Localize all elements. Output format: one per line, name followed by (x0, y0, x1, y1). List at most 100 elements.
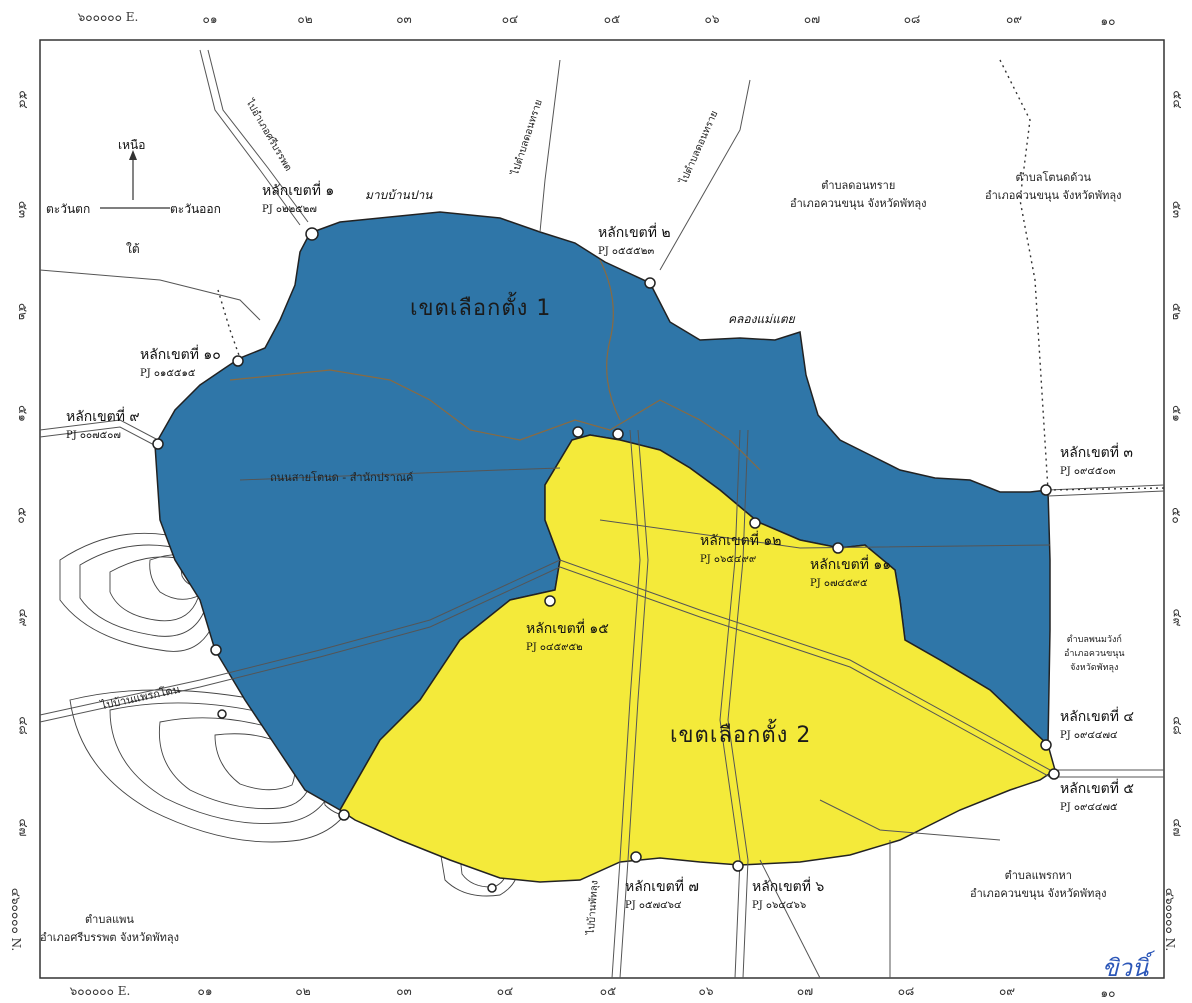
pillar-4: หลักเขตที่ ๔ PJ ๐๙๔๔๗๔ (1060, 706, 1134, 743)
place-bottom-left: ตำบลแพน อำเภอศรีบรรพต จังหวัดพัทลุง (40, 910, 179, 946)
pillar-4-name: หลักเขตที่ ๔ (1060, 709, 1135, 725)
map-frame (39, 39, 1165, 979)
place-right-mid-name: ตำบลพนมวังก์ (1066, 635, 1122, 645)
pillar-10: หลักเขตที่ ๑๐ PJ ๐๑๕๕๑๕ (140, 344, 221, 381)
pillar-5-code: PJ ๐๙๔๔๗๕ (1060, 802, 1118, 813)
grid-left-4: ๕๐ (15, 507, 30, 524)
grid-bottom-6: ๐๖ (698, 984, 714, 998)
pillar-12-code: PJ ๐๖๕๔๙๙ (700, 554, 757, 565)
grid-left-3: ๕๑ (15, 405, 30, 422)
grid-top-5: ๐๕ (603, 12, 621, 26)
pillar-6-name: หลักเขตที่ ๖ (752, 879, 825, 895)
grid-bottom-1: ๐๑ (197, 984, 213, 998)
grid-bottom-0: ๖๐๐๐๐๐ E. (69, 984, 131, 998)
place-bottom-right: ตำบลแพรกหา อำเภอควนขนุน จังหวัดพัทลุง (970, 866, 1107, 902)
pillar-3-code: PJ ๐๙๔๕๐๓ (1060, 466, 1116, 477)
grid-right-2: ๕๒ (1170, 303, 1184, 320)
pillar-15-code: PJ ๐๔๕๙๕๒ (526, 642, 583, 653)
place-top-right: ตำบลโตนดด้วน อำเภอควนขนุน จังหวัดพัทลุง (985, 168, 1122, 204)
pillar-12: หลักเขตที่ ๑๒ PJ ๐๖๕๔๙๙ (700, 530, 782, 567)
pillar-11-code: PJ ๐๗๔๕๙๕ (810, 578, 868, 589)
place-right-mid-province: จังหวัดพัทลุง (1070, 663, 1119, 673)
pillar-1: หลักเขตที่ ๑ PJ ๐๒๒๕๒๗ (262, 180, 334, 217)
grid-bottom-9: ๐๙ (998, 984, 1016, 998)
pillar-2-code: PJ ๐๕๕๕๒๓ (598, 246, 655, 257)
pillar-12-name: หลักเขตที่ ๑๒ (700, 533, 782, 549)
grid-right-5: ๔๙ (1170, 608, 1185, 627)
pillar-2: หลักเขตที่ ๒ PJ ๐๕๕๕๒๓ (598, 222, 671, 259)
canal-label-top: มาบบ้านปาน (365, 188, 433, 202)
canal-lines (229, 259, 761, 471)
pillar-11-name: หลักเขตที่ ๑๑ (810, 557, 892, 573)
signature: ขิวนิ์ (1102, 954, 1149, 982)
place-bottom-right-name: ตำบลแพรกหา (1004, 869, 1072, 882)
grid-top-6: ๐๖ (704, 12, 720, 26)
pillar-6: หลักเขตที่ ๖ PJ ๐๖๔๔๖๖ (752, 876, 824, 913)
grid-bottom-10: ๑๐ (1100, 986, 1116, 1000)
pillar-1-code: PJ ๐๒๒๕๒๗ (262, 204, 317, 215)
grid-right-3: ๕๑ (1169, 405, 1184, 422)
pillar-5: หลักเขตที่ ๕ PJ ๐๙๔๔๗๕ (1060, 778, 1134, 815)
zone-1-label: เขตเลือกตั้ง 1 (410, 296, 552, 321)
place-bottom-left-name: ตำบลแพน (85, 913, 134, 926)
grid-right-0: ๕๔ (1170, 90, 1185, 109)
place-top-mid-name: ตำบลดอนทราย (821, 179, 896, 192)
grid-left-0: ๕๔ (16, 90, 31, 109)
pillar-11: หลักเขตที่ ๑๑ PJ ๐๗๔๕๙๕ (810, 554, 891, 591)
pillar-6-code: PJ ๐๖๔๔๖๖ (752, 900, 807, 911)
canal-label-right: คลองแม่แตย (728, 312, 795, 326)
grid-right-7: ๔๗ (1170, 818, 1185, 837)
grid-right-1: ๕๓ (1170, 200, 1185, 219)
grid-bottom-7: ๐๗ (796, 984, 814, 998)
pillar-15: หลักเขตที่ ๑๕ PJ ๐๔๕๙๕๒ (526, 618, 609, 655)
grid-top-2: ๐๒ (297, 12, 313, 26)
grid-top-9: ๐๙ (1005, 12, 1023, 26)
place-right-mid: ตำบลพนมวังก์ อำเภอควนขนุน จังหวัดพัทลุง (1064, 632, 1125, 674)
zone-2-label: เขตเลือกตั้ง 2 (670, 723, 812, 748)
compass-east: ตะวันออก (170, 202, 221, 216)
grid-right-4: ๕๐ (1169, 507, 1184, 524)
grid-left-5: ๔๙ (16, 608, 31, 627)
grid-left-1: ๕๓ (16, 200, 31, 219)
compass-north: เหนือ (118, 138, 146, 152)
pillar-9-code: PJ ๐๐๗๕๐๗ (66, 430, 121, 441)
road-network (39, 49, 1165, 979)
grid-bottom-4: ๐๔ (496, 984, 514, 998)
compass-lines (100, 155, 170, 209)
grid-left-2: ๕๒ (16, 303, 30, 320)
grid-left-7: ๔๗ (16, 818, 31, 837)
grid-bottom-5: ๐๕ (599, 984, 617, 998)
grid-top-3: ๐๓ (396, 12, 412, 26)
pillar-10-name: หลักเขตที่ ๑๐ (140, 347, 221, 363)
pillar-3: หลักเขตที่ ๓ PJ ๐๙๔๕๐๓ (1060, 442, 1133, 479)
pillar-4-code: PJ ๐๙๔๔๗๔ (1060, 730, 1118, 741)
grid-top-1: ๐๑ (202, 12, 218, 26)
compass-west: ตะวันตก (46, 202, 91, 216)
north-arrow-icon (129, 150, 137, 160)
pillar-7-name: หลักเขตที่ ๗ (625, 879, 699, 895)
grid-bottom-3: ๐๓ (396, 984, 412, 998)
pillar-10-code: PJ ๐๑๕๕๑๕ (140, 368, 196, 379)
pillar-5-name: หลักเขตที่ ๕ (1060, 781, 1135, 797)
compass-south: ใต้ (126, 242, 140, 256)
grid-top-4: ๐๔ (501, 12, 519, 26)
grid-left-6: ๔๘ (16, 716, 31, 735)
place-top-right-name: ตำบลโตนดด้วน (1015, 171, 1092, 184)
grid-right-6: ๔๘ (1170, 716, 1185, 735)
place-top-mid-district: อำเภอควนขนุน จังหวัดพัทลุง (790, 197, 927, 210)
grid-left-8: ๔๖๐๐๐๐ N. (9, 887, 24, 952)
pillar-1-name: หลักเขตที่ ๑ (262, 183, 335, 199)
district-boundary (217, 59, 1165, 491)
grid-top-8: ๐๘ (903, 12, 921, 26)
grid-top-10: ๑๐ (1100, 14, 1116, 28)
grid-top-7: ๐๗ (803, 12, 821, 26)
grid-top-0: ๖๐๐๐๐๐ E. (77, 10, 139, 24)
pillar-15-name: หลักเขตที่ ๑๕ (526, 621, 609, 637)
grid-right-8: ๔๖๐๐๐๐ N. (1163, 887, 1178, 952)
pillar-7-code: PJ ๐๕๗๔๖๔ (625, 900, 682, 911)
pillar-9: หลักเขตที่ ๙ PJ ๐๐๗๕๐๗ (66, 406, 140, 443)
place-right-mid-district: อำเภอควนขนุน (1064, 649, 1125, 659)
boundary-pillars (152, 227, 1060, 893)
place-top-mid: ตำบลดอนทราย อำเภอควนขนุน จังหวัดพัทลุง (790, 176, 927, 212)
